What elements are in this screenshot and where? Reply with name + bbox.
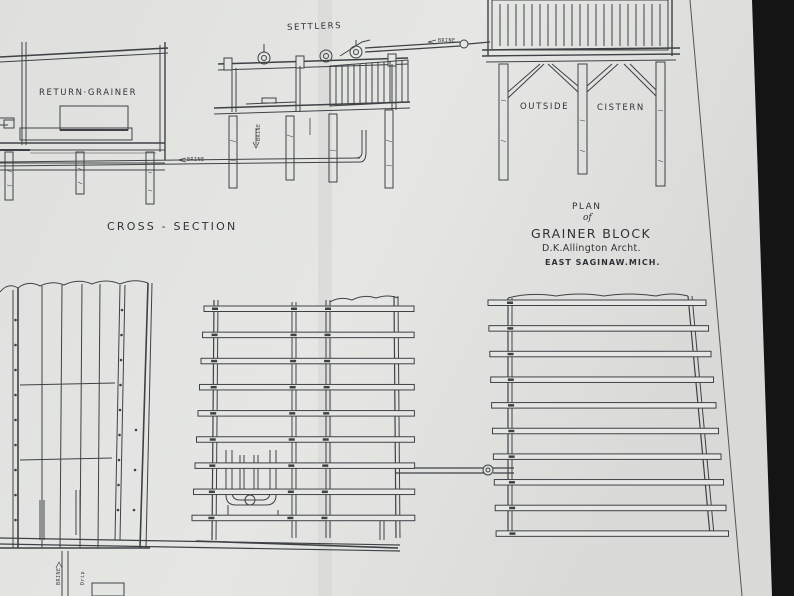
grainer-block-title: GRAINER BLOCK xyxy=(531,226,652,241)
brine-arrow-label: BRINE xyxy=(256,123,262,141)
slat-clamp xyxy=(209,438,216,441)
grainer-plan-middle xyxy=(195,295,514,549)
slats-middle xyxy=(191,305,416,522)
cross-section-title: CROSS - SECTION xyxy=(107,220,238,233)
slat-clamp xyxy=(211,333,218,337)
slat-board xyxy=(492,427,719,435)
slat-clamp xyxy=(211,359,218,363)
slat-board xyxy=(197,410,415,417)
paper-sheet xyxy=(0,0,772,596)
slat-clamp xyxy=(323,385,330,389)
outside-cistern-drawing xyxy=(481,0,681,187)
slat-clamp xyxy=(289,385,296,389)
slat-board xyxy=(491,402,717,409)
slat-board xyxy=(200,357,415,365)
slat-clamp xyxy=(208,490,215,494)
slat-clamp xyxy=(321,490,328,494)
slat-clamp xyxy=(325,307,331,310)
of-label: of xyxy=(583,213,592,223)
slat-clamp xyxy=(507,327,514,330)
slat-board xyxy=(489,350,712,358)
slat-clamp xyxy=(209,464,216,467)
slat-board xyxy=(194,462,416,469)
settlers-label: SETTLERS xyxy=(286,21,343,33)
settlers-drawing xyxy=(0,39,491,189)
slat-board xyxy=(193,488,416,496)
slat-clamp xyxy=(321,516,328,520)
slat-clamp xyxy=(323,412,330,415)
slat-clamp xyxy=(322,464,329,467)
plan-label: PLAN xyxy=(572,202,602,212)
slat-board xyxy=(203,305,415,312)
slat-clamp xyxy=(287,516,294,520)
brine-pipe-label: BRINE xyxy=(187,157,205,163)
slat-clamp xyxy=(322,438,329,441)
slat-clamp xyxy=(291,307,297,310)
slat-clamp xyxy=(324,333,331,337)
slat-clamp xyxy=(290,333,297,337)
sheet-border-line xyxy=(689,0,743,596)
slat-clamp xyxy=(508,455,515,458)
slat-clamp xyxy=(507,301,513,304)
outside-label: OUTSIDE xyxy=(520,102,570,112)
slat-board xyxy=(493,479,724,486)
cross-section-drawing xyxy=(0,280,401,596)
slat-board xyxy=(494,504,727,512)
city-label: EAST SAGINAW.MICH. xyxy=(545,258,661,267)
slat-clamp xyxy=(509,506,516,510)
slat-board xyxy=(199,383,415,391)
slat-board xyxy=(196,436,415,443)
return-grainer-drawing xyxy=(0,42,169,205)
brine-top-pipe-label: BRINE xyxy=(438,38,456,44)
drip-label: Drip xyxy=(80,570,86,585)
slat-clamp xyxy=(324,359,331,363)
slat-clamp xyxy=(288,438,295,441)
slat-clamp xyxy=(507,352,514,356)
grainer-plan-right xyxy=(507,293,715,536)
slat-board xyxy=(202,331,415,339)
cistern-label: CISTERN xyxy=(597,103,645,113)
slat-clamp xyxy=(508,481,515,484)
slat-clamp xyxy=(289,412,296,415)
slat-clamp xyxy=(508,404,515,407)
slat-clamp xyxy=(290,359,297,363)
return-grainer-label: RETURN·GRAINER xyxy=(39,88,138,98)
slat-board xyxy=(490,376,715,383)
slat-clamp xyxy=(509,532,516,535)
slat-board xyxy=(487,299,707,306)
architect-credit: D.K.Allington Archt. xyxy=(542,243,641,254)
slats-right xyxy=(487,299,729,537)
slat-clamp xyxy=(288,464,295,467)
brine-left-label: BRINE xyxy=(56,567,62,585)
slat-clamp xyxy=(210,412,217,415)
slat-clamp xyxy=(508,429,515,433)
slat-clamp xyxy=(507,378,514,381)
slat-clamp xyxy=(212,307,218,310)
slat-clamp xyxy=(208,516,215,520)
slat-board xyxy=(495,530,729,537)
slat-clamp xyxy=(210,385,217,389)
slat-clamp xyxy=(287,490,294,494)
slat-board xyxy=(488,325,709,332)
slat-board xyxy=(191,514,416,522)
slat-board xyxy=(492,453,722,460)
